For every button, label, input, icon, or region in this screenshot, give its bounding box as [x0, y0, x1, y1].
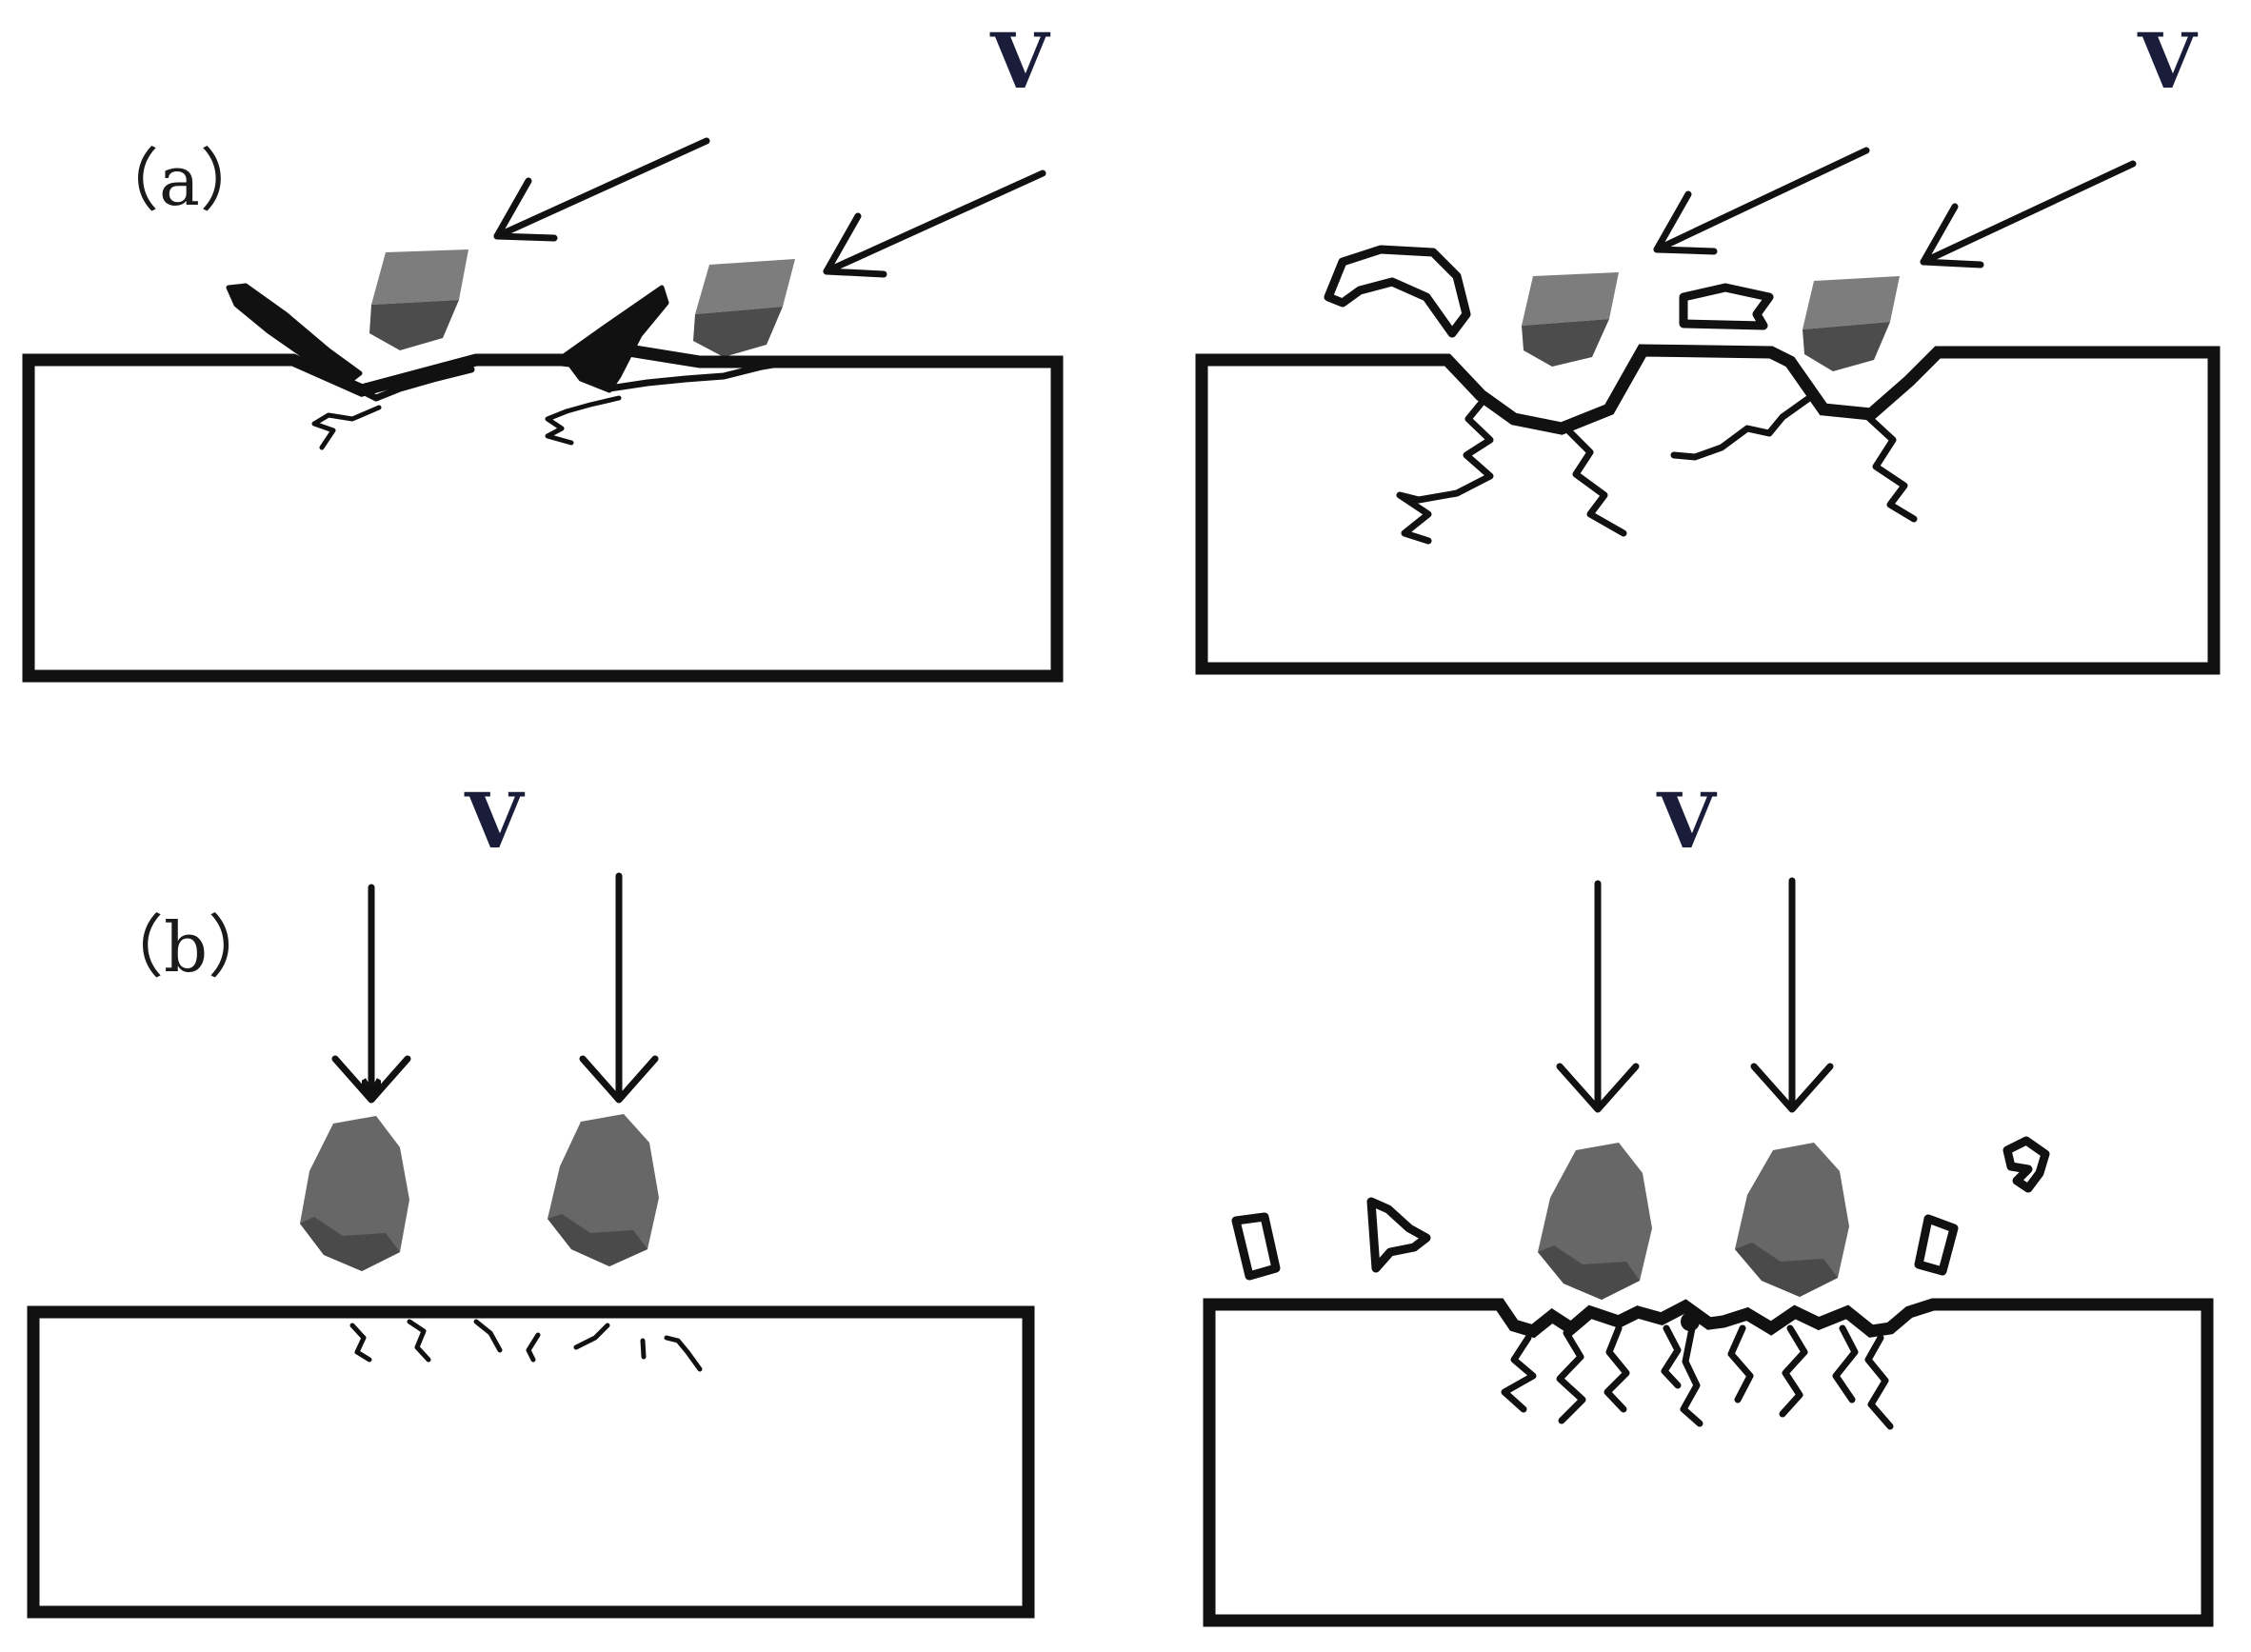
velocity-label-b-left: V: [464, 776, 526, 866]
crack-a-right-3: [1670, 394, 1813, 461]
material-lip-a-left-1: [226, 283, 363, 386]
target-block-b-right: [1203, 1298, 2214, 1627]
particle-b-right-1: [1538, 1143, 1652, 1300]
cracks-b-right: [1501, 1312, 1894, 1430]
target-block-b-left: [27, 1305, 1035, 1619]
velocity-label-b-right: V: [1656, 776, 1718, 866]
panel-b-right: V: [1203, 776, 2214, 1627]
arrowhead-a-left-1: [493, 177, 558, 242]
arrowhead-b-right-1: [1556, 1063, 1640, 1113]
impact-arrow-a-left-2: [823, 169, 1046, 275]
arrowhead-a-left-2: [823, 212, 887, 278]
crack-a-right-4: [1864, 413, 1918, 523]
arrowhead-b-left-2: [579, 1055, 659, 1104]
chip-a-right-1: [1324, 245, 1471, 338]
particle-a-right-2: [1803, 276, 1900, 371]
target-block-a-right: [1195, 344, 2221, 675]
particle-a-left-1: [369, 249, 468, 350]
panel-a-ductile: V: [22, 16, 1064, 683]
arrowhead-b-left-1: [331, 1055, 411, 1104]
velocity-label-a-right: V: [2137, 16, 2199, 106]
micro-cracks-b-left: [349, 1319, 703, 1372]
particle-a-left-2: [693, 259, 795, 357]
panel-b-label: （b）: [95, 907, 276, 987]
panel-a: （a） V: [22, 16, 2221, 683]
chip-a-right-2: [1679, 283, 1774, 330]
impact-arrow-a-right-2: [1920, 160, 2137, 266]
impact-arrow-a-left-1: [493, 137, 710, 240]
impact-pit: [1681, 1312, 1700, 1331]
panel-b-left: V: [27, 776, 1035, 1619]
particle-b-right-2: [1735, 1143, 1849, 1297]
panel-a-brittle: V: [1195, 16, 2221, 675]
arrowhead-a-right-1: [1653, 190, 1718, 255]
panel-a-label: （a）: [90, 141, 269, 221]
material-lip-a-left-2: [561, 285, 669, 393]
impact-arrow-a-right-1: [1653, 147, 1870, 253]
velocity-label-a-left: V: [989, 16, 1051, 106]
crack-a-left-2: [545, 395, 622, 446]
crack-a-left-1: [311, 405, 382, 450]
particle-b-left-2: [548, 1114, 659, 1266]
debris-b-right-2: [1366, 1197, 1431, 1273]
crater-a-left-2: [606, 358, 794, 392]
particle-b-left-1: [300, 1116, 409, 1271]
debris-b-right-3: [1914, 1214, 1959, 1276]
arrowhead-a-right-2: [1920, 203, 1984, 269]
crack-a-right-2: [1563, 425, 1627, 537]
debris-b-right-1: [1231, 1212, 1281, 1281]
panel-b: （b） V: [27, 776, 2214, 1627]
target-block-a-left: [22, 344, 1064, 683]
crater-a-left-1: [339, 366, 475, 402]
crack-a-right-1: [1396, 394, 1494, 545]
arrowhead-b-right-2: [1750, 1063, 1834, 1113]
debris-b-right-4: [2002, 1136, 2050, 1193]
particle-a-right-1: [1522, 272, 1619, 367]
